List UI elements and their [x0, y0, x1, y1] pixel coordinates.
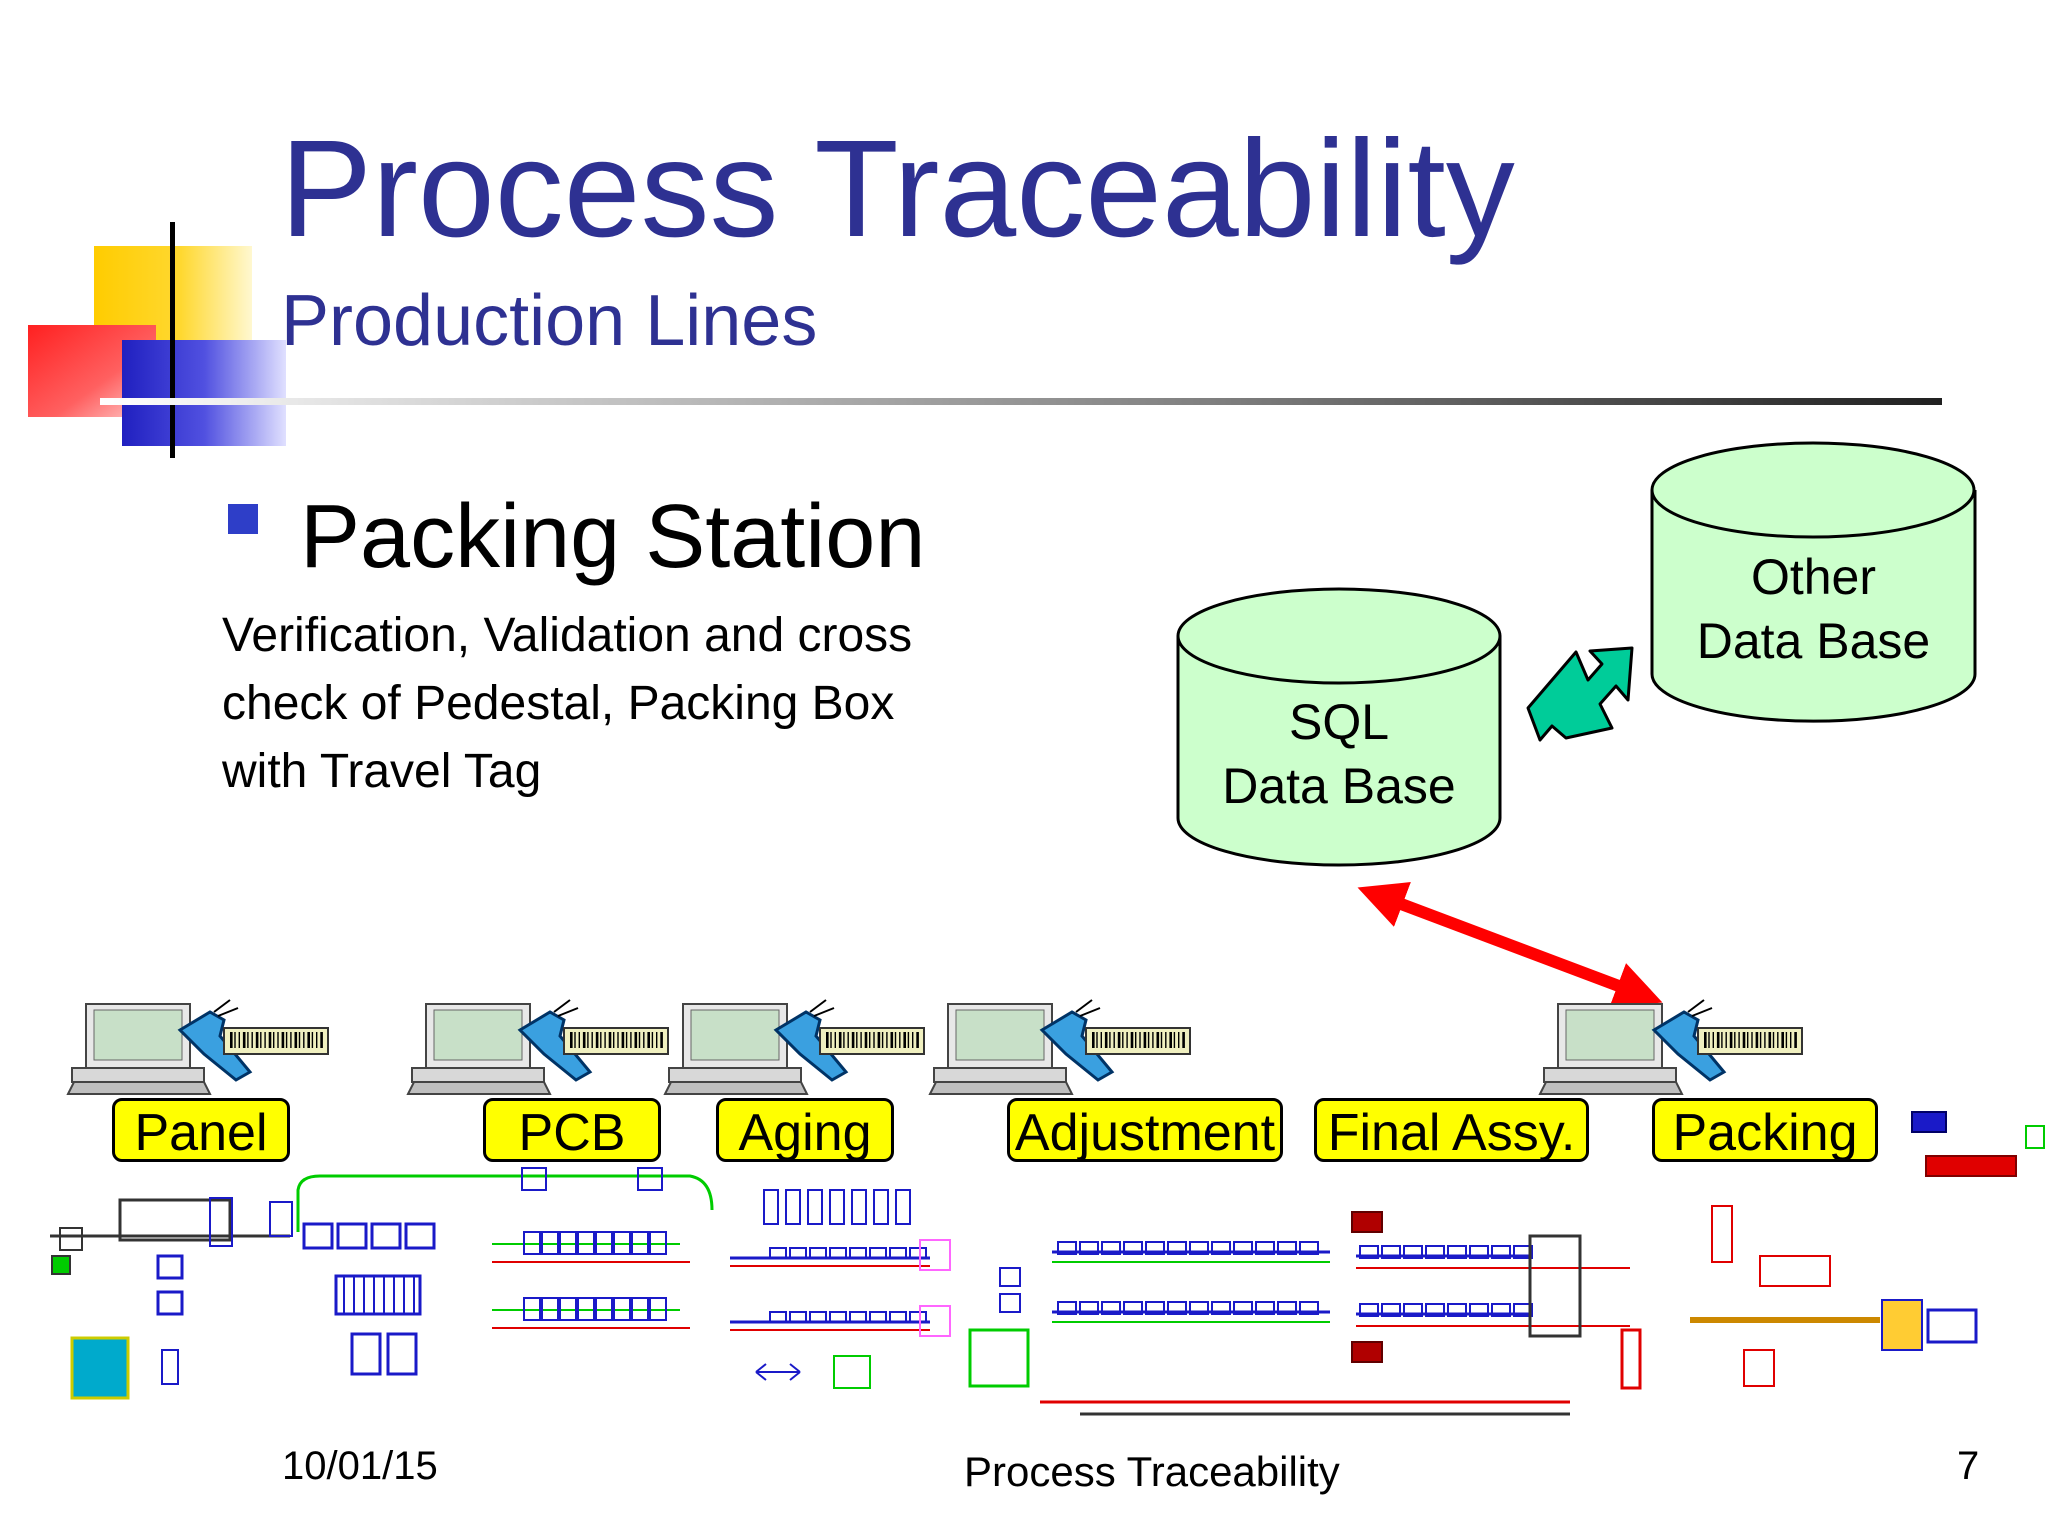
- description-line-2: check of Pedestal, Packing Box: [222, 677, 895, 730]
- barcode-scanner-icon: [1651, 999, 1803, 1082]
- slide-subtitle: Production Lines: [281, 281, 818, 361]
- bullet-square-icon: [228, 504, 258, 534]
- computer-icon: [66, 1003, 212, 1095]
- sql-database-cylinder: [1176, 587, 1502, 867]
- station-panel: Panel: [112, 1098, 290, 1162]
- link-double-arrow: [1357, 882, 1663, 1008]
- station-aging: Aging: [716, 1098, 894, 1162]
- description-line-3: with Travel Tag: [222, 745, 542, 798]
- station-adjustment: Adjustment: [1007, 1098, 1283, 1162]
- other-database-label-line-1: Other: [1750, 549, 1877, 605]
- computer-icon: [406, 1003, 552, 1095]
- workstations: [66, 999, 1803, 1095]
- sync-double-arrow: [1526, 646, 1634, 742]
- sql-database-label-line-2: Data Base: [1222, 758, 1456, 814]
- other-database-label-line-2: Data Base: [1696, 613, 1931, 669]
- footer-date: 10/01/15: [282, 1444, 438, 1488]
- other-database-label: Other Data Base: [1652, 545, 1975, 673]
- other-database-cylinder: [1650, 441, 1977, 723]
- station-final-assy: Final Assy.: [1314, 1098, 1589, 1162]
- barcode-scanner-icon: [177, 999, 329, 1082]
- title-divider: [100, 398, 1942, 405]
- computer-icon: [663, 1003, 809, 1095]
- computer-icon: [1538, 1003, 1684, 1095]
- barcode-scanner-icon: [517, 999, 669, 1082]
- sql-database-label: SQL Data Base: [1178, 690, 1500, 818]
- station-packing: Packing: [1652, 1098, 1878, 1162]
- computer-icon: [928, 1003, 1074, 1095]
- bullet-heading: Packing Station: [300, 487, 926, 587]
- production-line-layout: [50, 1111, 2045, 1416]
- station-pcb: PCB: [483, 1098, 661, 1162]
- sql-database-label-line-1: SQL: [1288, 694, 1390, 750]
- barcode-scanner-icon: [773, 999, 925, 1082]
- logo-blocks: [28, 222, 286, 458]
- page-number: 7: [1957, 1444, 1980, 1488]
- barcode-scanner-icon: [1039, 999, 1191, 1082]
- footer-title: Process Traceability: [964, 1448, 1340, 1495]
- description-line-1: Verification, Validation and cross: [222, 609, 913, 662]
- slide-title: Process Traceability: [280, 112, 1515, 266]
